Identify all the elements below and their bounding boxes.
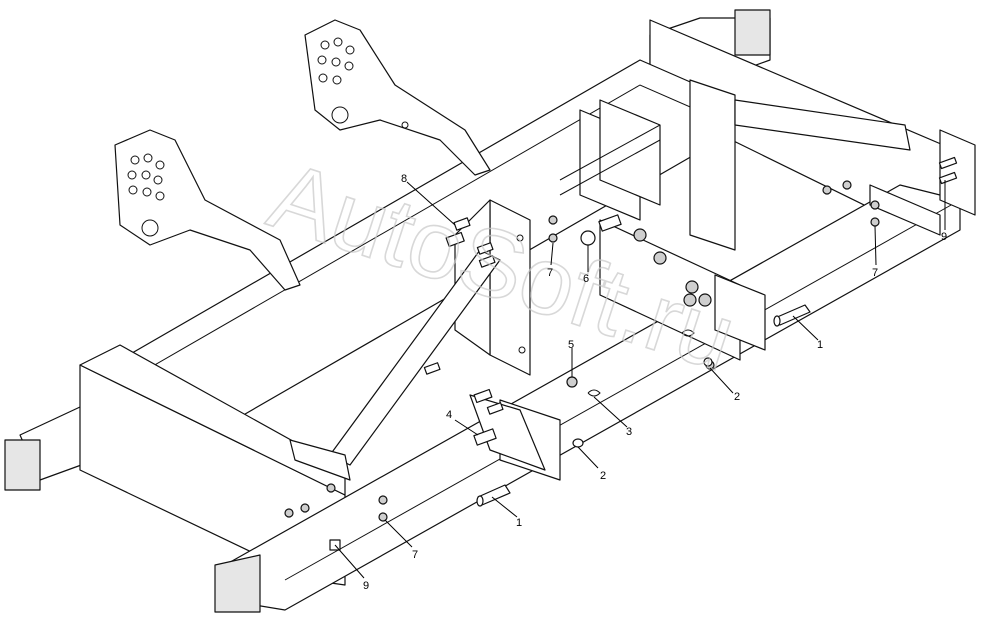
callout-label: 5 (568, 339, 574, 351)
callout-label: 7 (547, 267, 553, 279)
right-plate-holes (317, 37, 409, 129)
callout-labels: 1 1 2 2 3 4 5 6 7 7 7 8 9 9 (363, 173, 947, 592)
diagonal-brace (289, 249, 501, 481)
callout-label: 1 (817, 339, 823, 351)
callout-label: 8 (401, 173, 407, 185)
callout-leaders (334, 180, 946, 579)
left-bracket-plate (114, 129, 301, 291)
pin-left (476, 484, 511, 507)
callout-label: 7 (872, 267, 878, 279)
washers (572, 357, 713, 448)
right-bracket-plate (304, 19, 491, 176)
callout-label: 9 (363, 580, 369, 592)
callout-label: 2 (600, 470, 606, 482)
callout-label: 7 (412, 549, 418, 561)
callout-label: 3 (626, 426, 632, 438)
lower-left-brackets (469, 394, 561, 481)
lower-transverse-beam (214, 184, 961, 613)
center-hitch-block (559, 79, 736, 251)
rear-right-frame (869, 129, 976, 236)
callout-label: 4 (446, 409, 452, 421)
front-lower-beam (4, 344, 346, 586)
callout-label: 1 (516, 517, 522, 529)
upper-rear-strut (734, 99, 911, 151)
left-plate-holes (127, 153, 165, 237)
cotter-pin (587, 329, 695, 397)
callout-label: 2 (734, 391, 740, 403)
pin-right (773, 304, 811, 327)
callout-label: 9 (941, 231, 947, 243)
lower-right-brackets (599, 219, 766, 361)
callout-label: 6 (583, 273, 589, 285)
